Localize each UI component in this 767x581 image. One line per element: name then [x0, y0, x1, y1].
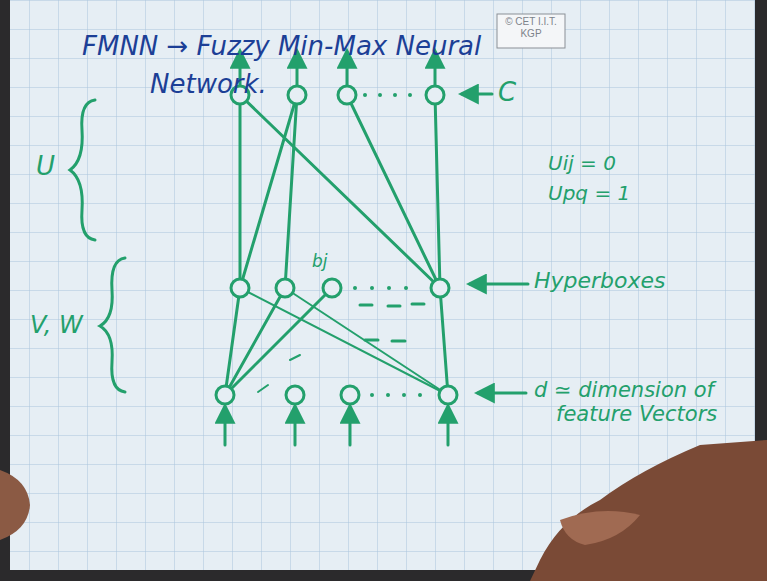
matrix-label: V, W: [30, 312, 83, 340]
note: Upq = 1: [548, 182, 630, 205]
watermark: © CET I.I.T. KGP: [499, 16, 563, 39]
layer-label: C: [498, 78, 516, 108]
layer-label: Hyperboxes: [534, 268, 666, 293]
title: FMNN → Fuzzy Min-Max Neural Network.: [82, 28, 570, 103]
note: Uij = 0: [548, 152, 616, 175]
matrix-label: U: [36, 152, 55, 182]
layer-label: d ≃ dimension of feature Vectors: [534, 378, 756, 426]
node-label: bj: [312, 252, 328, 272]
